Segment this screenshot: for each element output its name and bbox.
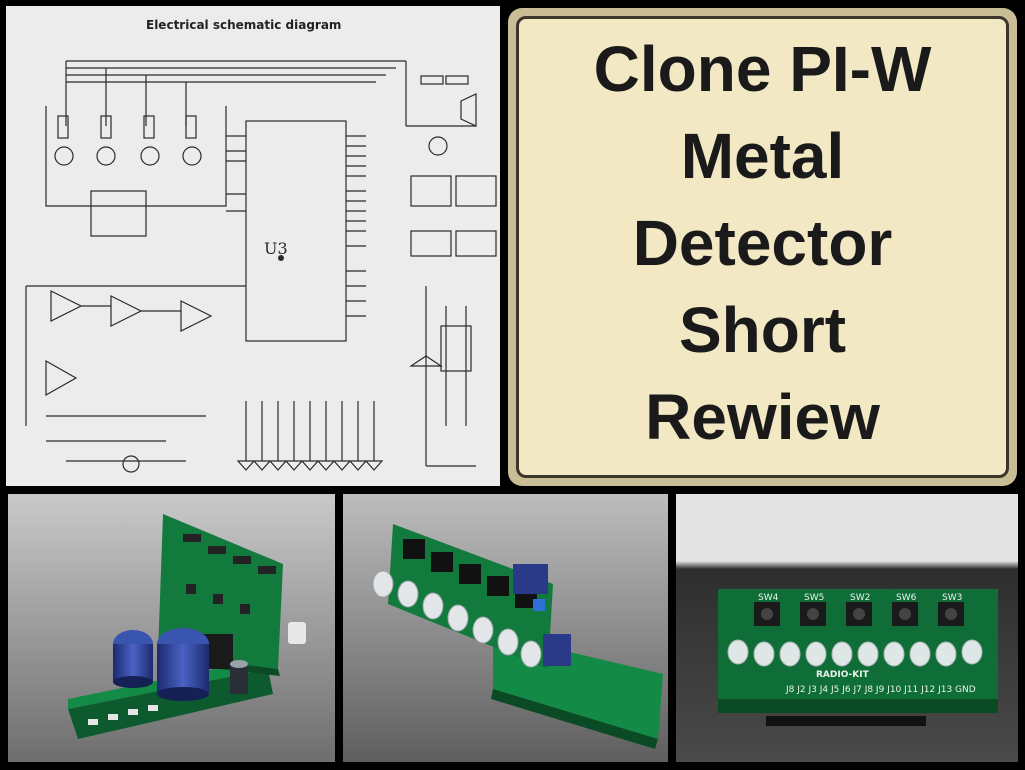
title-line-3: Detector bbox=[632, 206, 893, 279]
photo-board-leds bbox=[343, 494, 668, 762]
schematic-image: U3 Electrical schematic diagram bbox=[6, 6, 500, 486]
title-card: Clone PI-W Metal Detector Short Rewiew bbox=[508, 8, 1017, 486]
title-line-5: Rewiew bbox=[645, 381, 880, 454]
switch-label-2: SW5 bbox=[804, 593, 824, 603]
switch-label-4: SW6 bbox=[896, 593, 917, 603]
switch-label-3: SW2 bbox=[850, 593, 870, 603]
board-pins: J8 J2 J3 J4 J5 J6 J7 J8 J9 J10 J11 J12 J… bbox=[785, 685, 976, 695]
chip-label: U3 bbox=[264, 239, 288, 258]
photo-board-front: SW4 SW5 SW2 SW6 SW3 RADIO-KIT J8 J2 J3 J… bbox=[676, 494, 1018, 762]
title-card-inner: Clone PI-W Metal Detector Short Rewiew bbox=[516, 16, 1009, 478]
photo-board-capacitors bbox=[8, 494, 335, 762]
board-brand: RADIO-KIT bbox=[816, 670, 870, 680]
schematic-title: Electrical schematic diagram bbox=[146, 18, 342, 32]
title-line-2: Metal bbox=[680, 119, 845, 192]
schematic-drawing: U3 bbox=[6, 6, 500, 486]
title-line-1: Clone PI-W bbox=[593, 32, 932, 105]
switch-label-1: SW4 bbox=[758, 593, 779, 603]
title-line-4: Short bbox=[678, 294, 847, 367]
switch-label-5: SW3 bbox=[942, 593, 962, 603]
